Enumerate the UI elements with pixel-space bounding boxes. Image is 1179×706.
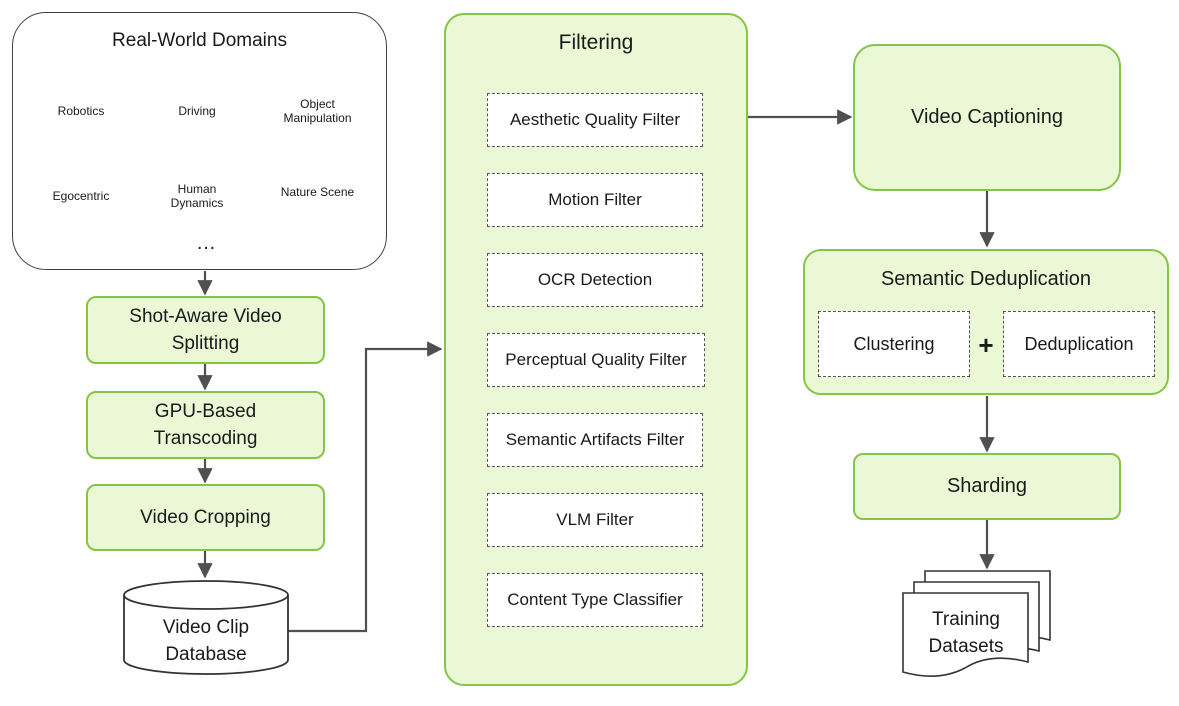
filter-content-type-classifier: Content Type Classifier bbox=[487, 573, 703, 627]
gpu-transcoding-box: GPU-Based Transcoding bbox=[86, 391, 325, 459]
domain-robotics: Robotics bbox=[57, 104, 105, 118]
filter-perceptual-quality: Perceptual Quality Filter bbox=[487, 333, 705, 387]
domains-more-ellipsis: … bbox=[196, 232, 216, 254]
filtering-title: Filtering bbox=[558, 31, 634, 54]
domain-object-manipulation: Object Manipulation bbox=[283, 97, 352, 125]
video-cropping-box: Video Cropping bbox=[86, 484, 325, 551]
filter-aesthetic-quality: Aesthetic Quality Filter bbox=[487, 93, 703, 147]
plus-icon: + bbox=[978, 330, 994, 360]
domain-human-dynamics: Human Dynamics bbox=[170, 182, 224, 210]
domain-egocentric: Egocentric bbox=[52, 189, 110, 203]
video-clip-database-label: Video Clip Database bbox=[162, 617, 250, 665]
clustering-box: Clustering bbox=[818, 311, 970, 377]
domain-driving: Driving bbox=[178, 104, 216, 118]
filter-ocr-detection: OCR Detection bbox=[487, 253, 703, 307]
domain-nature-scene: Nature Scene bbox=[280, 185, 355, 199]
real-world-domains-panel bbox=[12, 12, 387, 270]
shot-aware-splitting-box: Shot-Aware Video Splitting bbox=[86, 296, 325, 364]
deduplication-box: Deduplication bbox=[1003, 311, 1155, 377]
training-datasets-stack-icon bbox=[902, 570, 1051, 677]
sharding-box: Sharding bbox=[853, 453, 1121, 520]
real-world-domains-title: Real-World Domains bbox=[112, 30, 287, 51]
arrow-database-to-filtering bbox=[288, 341, 443, 633]
filter-vlm: VLM Filter bbox=[487, 493, 703, 547]
training-datasets-label: Training Datasets bbox=[928, 609, 1004, 657]
filter-motion: Motion Filter bbox=[487, 173, 703, 227]
semantic-dedup-title: Semantic Deduplication bbox=[880, 268, 1092, 290]
video-captioning-box: Video Captioning bbox=[853, 44, 1121, 191]
filter-semantic-artifacts: Semantic Artifacts Filter bbox=[487, 413, 703, 467]
database-cylinder-icon bbox=[123, 580, 289, 675]
